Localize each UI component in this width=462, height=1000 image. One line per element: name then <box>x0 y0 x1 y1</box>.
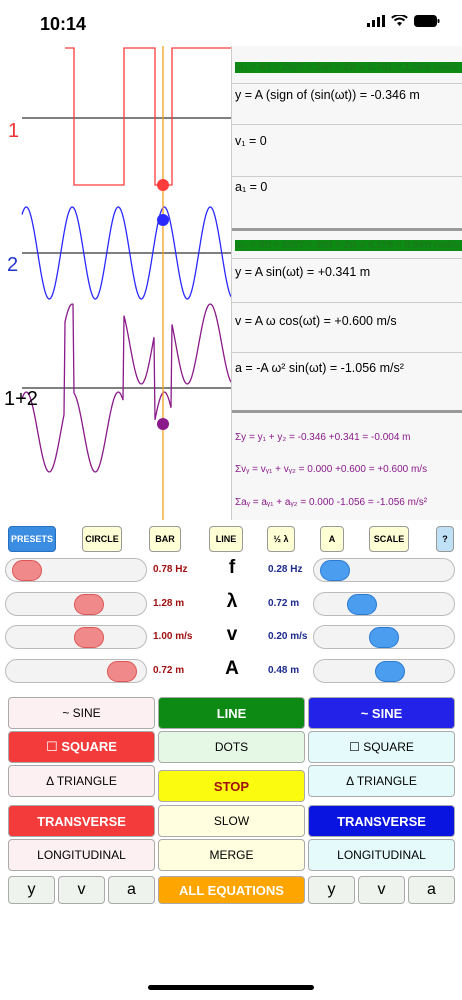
slider-symbol: A <box>225 658 239 679</box>
slider-row-1: 1.28 m λ 0.72 m <box>0 590 462 618</box>
wave1-slider-value: 1.00 m/s <box>153 631 193 642</box>
wave2-slider-value: 0.20 m/s <box>268 631 308 642</box>
wave2-v-button[interactable]: v <box>358 876 405 904</box>
y2-equation: y = A sin(ωt) = +0.341 m <box>235 265 371 279</box>
stop-button[interactable]: STOP <box>158 770 305 802</box>
presets-button[interactable]: PRESETS <box>8 526 56 552</box>
wave2-y-button[interactable]: y <box>308 876 355 904</box>
wave2-slider-value: 0.28 Hz <box>268 564 303 575</box>
line-toggle-button[interactable]: LINE <box>209 526 243 552</box>
signal-icon <box>367 15 385 27</box>
wave1-longitudinal-button[interactable]: LONGITUDINAL <box>8 839 155 871</box>
wave2-slider-1[interactable] <box>313 592 455 616</box>
slider-thumb[interactable] <box>74 594 104 615</box>
wave1-slider-value: 0.72 m <box>153 665 185 676</box>
wave1-slider-1[interactable] <box>5 592 147 616</box>
home-indicator[interactable] <box>148 985 314 990</box>
dots-button[interactable]: DOTS <box>158 731 305 763</box>
battery-icon <box>414 15 440 27</box>
wave1-sine-button[interactable]: ~ SINE <box>8 697 155 729</box>
wave1-v-button[interactable]: v <box>58 876 105 904</box>
v2-equation: v = A ω cos(ωt) = +0.600 m/s <box>235 314 397 328</box>
wave1-path <box>65 47 231 186</box>
wave2-slider-0[interactable] <box>313 558 455 582</box>
wave1-slider-2[interactable] <box>5 625 147 649</box>
half-lambda-button[interactable]: ½ λ <box>267 526 295 552</box>
slider-thumb[interactable] <box>320 560 350 581</box>
wave2-slider-3[interactable] <box>313 659 455 683</box>
slider-thumb[interactable] <box>12 560 42 581</box>
wave1-label: 1 <box>8 120 20 142</box>
all-equations-button[interactable]: ALL EQUATIONS <box>158 876 305 904</box>
wave1-slider-value: 0.78 Hz <box>153 564 188 575</box>
slider-symbol: f <box>228 557 236 578</box>
wave2-longitudinal-button[interactable]: LONGITUDINAL <box>308 839 455 871</box>
slider-symbol: λ <box>226 591 238 612</box>
slider-thumb[interactable] <box>369 627 399 648</box>
wave-canvas <box>21 46 231 520</box>
slider-row-2: 1.00 m/s v 0.20 m/s <box>0 623 462 651</box>
wave1-marker-dot <box>157 179 169 191</box>
wave2-marker-dot <box>157 214 169 226</box>
a2-equation: a = -A ω² sin(ωt) = -1.056 m/s² <box>235 361 404 375</box>
slider-row-3: 0.72 m A 0.48 m <box>0 657 462 685</box>
sum-y-equation: Σy = y₁ + y₂ = -0.346 +0.341 = -0.004 m <box>235 432 411 443</box>
merge-button[interactable]: MERGE <box>158 839 305 871</box>
omega2-equation: ω₂ = θ/t = 2π/T = 2πf = 2π x 0.278 = 0.5… <box>235 240 462 251</box>
status-icons <box>367 15 440 27</box>
scale-button[interactable]: SCALE <box>369 526 409 552</box>
clock: 10:14 <box>40 14 87 34</box>
wifi-icon <box>391 15 408 26</box>
sum-marker-dot <box>157 418 169 430</box>
line-button[interactable]: LINE <box>158 697 305 729</box>
wave1-triangle-button[interactable]: Δ TRIANGLE <box>8 765 155 797</box>
slider-thumb[interactable] <box>74 627 104 648</box>
wave2-a-button[interactable]: a <box>408 876 455 904</box>
wave2-sine-button[interactable]: ~ SINE <box>308 697 455 729</box>
slider-row-0: 0.78 Hz f 0.28 Hz <box>0 556 462 584</box>
sum-wave-path <box>21 303 231 473</box>
amplitude-button[interactable]: A <box>320 526 344 552</box>
wave1-slider-value: 1.28 m <box>153 598 185 609</box>
wave2-triangle-button[interactable]: Δ TRIANGLE <box>308 765 455 797</box>
slider-thumb[interactable] <box>107 661 137 682</box>
y1-equation: y = A (sign of (sin(ωt)) = -0.346 m <box>235 88 420 102</box>
circle-button[interactable]: CIRCLE <box>82 526 122 552</box>
bar-button[interactable]: BAR <box>149 526 181 552</box>
help-button[interactable]: ? <box>436 526 454 552</box>
slider-symbol: v <box>226 624 238 645</box>
wave1-square-button[interactable]: ☐ SQUARE <box>8 731 155 763</box>
equations-panel: ω₁ = θ/t = 2π/T = 2πf = 2π x 0.781 = 1.5… <box>231 46 462 520</box>
sum-wave-label: 1+2 <box>4 388 38 410</box>
wave2-label: 2 <box>7 254 19 276</box>
a1-equation: a₁ = 0 <box>235 180 268 194</box>
wave2-transverse-button[interactable]: TRANSVERSE <box>308 805 455 837</box>
slider-thumb[interactable] <box>347 594 377 615</box>
wave2-slider-2[interactable] <box>313 625 455 649</box>
toolbar: PRESETS CIRCLE BAR LINE ½ λ A SCALE ? <box>0 524 462 554</box>
wave1-y-button[interactable]: y <box>8 876 55 904</box>
slider-thumb[interactable] <box>375 661 405 682</box>
slow-button[interactable]: SLOW <box>158 805 305 837</box>
v1-equation: v₁ = 0 <box>235 134 267 148</box>
wave2-slider-value: 0.72 m <box>268 598 300 609</box>
omega1-equation: ω₁ = θ/t = 2π/T = 2πf = 2π x 0.781 = 1.5… <box>235 62 462 73</box>
wave1-slider-3[interactable] <box>5 659 147 683</box>
wave2-slider-value: 0.48 m <box>268 665 300 676</box>
wave1-slider-0[interactable] <box>5 558 147 582</box>
wave1-transverse-button[interactable]: TRANSVERSE <box>8 805 155 837</box>
wave1-a-button[interactable]: a <box>108 876 155 904</box>
sum-v-equation: Σvᵧ = vᵧ₁ + vᵧ₂ = 0.000 +0.600 = +0.600 … <box>235 464 428 475</box>
wave2-square-button[interactable]: ☐ SQUARE <box>308 731 455 763</box>
sum-a-equation: Σaᵧ = aᵧ₁ + aᵧ₂ = 0.000 -1.056 = -1.056 … <box>235 497 428 508</box>
status-bar: 10:14 <box>0 0 462 46</box>
wave2-path <box>21 206 231 300</box>
wave-graph[interactable]: 1 2 1+2 <box>0 46 231 520</box>
